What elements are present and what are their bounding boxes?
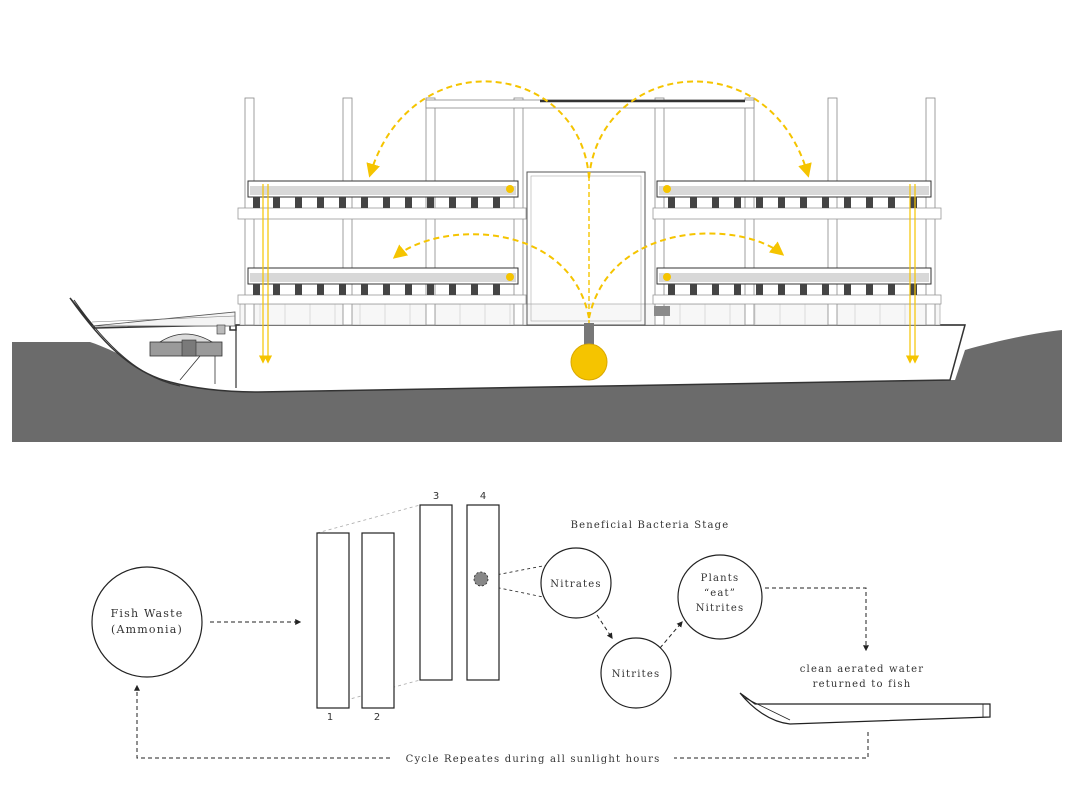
nitrates-label: Nitrates bbox=[550, 579, 601, 590]
filter-2-number: 2 bbox=[374, 712, 380, 723]
arrow-nitrates-to-nitrites bbox=[596, 614, 613, 640]
filter-4-number: 4 bbox=[480, 491, 486, 502]
filter-1 bbox=[316, 532, 350, 709]
central-tower bbox=[526, 171, 646, 326]
plants-label: Plants bbox=[701, 573, 740, 584]
filter-3 bbox=[419, 504, 453, 681]
returned-to-fish-label: returned to fish bbox=[813, 679, 912, 690]
water-flow-arcs bbox=[366, 80, 812, 319]
fish-waste-label: Fish Waste bbox=[111, 607, 184, 620]
plants-eat-label: “eat” bbox=[704, 588, 736, 599]
clean-water-label: clean aerated water bbox=[800, 664, 924, 675]
bacteria-stage-title: Beneficial Bacteria Stage bbox=[571, 520, 730, 531]
arrow-nitrites-to-plants bbox=[659, 621, 683, 649]
nitrites-label: Nitrites bbox=[612, 669, 661, 680]
filter-1-number: 1 bbox=[327, 712, 333, 723]
plants-node bbox=[677, 554, 763, 640]
cycle-label: Cycle Repeates during all sunlight hours bbox=[406, 754, 661, 765]
water-body bbox=[12, 330, 1062, 442]
water-pump bbox=[570, 176, 608, 381]
bow-machinery bbox=[149, 324, 226, 384]
nitrates-node bbox=[540, 547, 612, 619]
cycle-return-path bbox=[134, 684, 869, 759]
fish-waste-node bbox=[91, 566, 203, 678]
nitrites-node bbox=[600, 637, 672, 709]
plants-nitrites-label: Nitrites bbox=[696, 603, 745, 614]
ammonia-label: (Ammonia) bbox=[111, 623, 183, 636]
bacteria-dot bbox=[473, 571, 489, 587]
filter-3-number: 3 bbox=[433, 491, 439, 502]
drain-pipes bbox=[258, 184, 920, 364]
filter-2 bbox=[361, 532, 395, 709]
grow-tray-upper-left bbox=[237, 180, 527, 220]
grow-tray-upper-right bbox=[652, 180, 942, 220]
filter-4 bbox=[466, 504, 500, 681]
grow-tray-lower-right bbox=[652, 267, 942, 316]
arrow-plants-to-clean-water bbox=[765, 587, 869, 652]
barge-icon bbox=[739, 692, 991, 725]
process-diagram: Fish Waste (Ammonia) 1 2 3 4 Beneficial … bbox=[91, 491, 991, 766]
barge-section bbox=[12, 80, 1062, 442]
grow-tray-lower-left bbox=[237, 267, 527, 305]
